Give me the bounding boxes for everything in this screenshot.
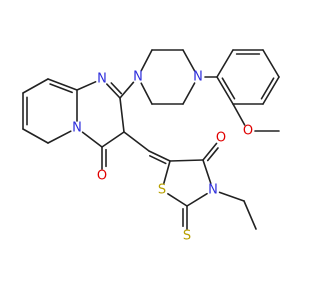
atom-o-methoxy: O xyxy=(243,124,253,139)
bond-p6-o_methoxy xyxy=(232,103,246,126)
bond-ch-c5 xyxy=(149,155,167,165)
bond-c3-ch xyxy=(123,131,150,152)
bond-c8a-py1 xyxy=(47,78,78,91)
bond-p4-p5 xyxy=(262,76,280,105)
bond-et1-et2 xyxy=(243,200,257,230)
atom-label-layer: N N N N O O O S S N xyxy=(72,70,253,244)
atom-n-pyrimidine: N xyxy=(97,72,107,87)
bond-py3-py4 xyxy=(22,128,49,144)
bond-p6-p1 xyxy=(221,77,236,100)
bond-p6-p1 xyxy=(216,76,234,105)
bond-n_pip_bottom-pipC xyxy=(140,82,153,105)
bond-c2t-n_thiazolidine xyxy=(186,192,208,207)
bond-n_pyrimidine-c8a xyxy=(76,81,97,91)
bond-n_bridge-c4 xyxy=(81,131,103,148)
bond-n_pip_bottom-c2 xyxy=(119,81,135,99)
bond-pipB-n_pip_bottom xyxy=(140,49,153,72)
bond-s_ring-c2t xyxy=(167,192,188,207)
atom-n-pip-top: N xyxy=(193,70,203,85)
bond-p4-p5 xyxy=(260,77,275,100)
bond-c3-c2 xyxy=(119,97,125,133)
bond-c4t-c5 xyxy=(169,159,204,162)
bond-c2-n_pyrimidine xyxy=(110,82,123,95)
bond-p3-p4 xyxy=(262,49,280,78)
bond-c4t-o_carbonyl_right xyxy=(206,147,219,162)
bond-c8a-py1 xyxy=(49,83,73,94)
atom-n-pip-bottom: N xyxy=(133,70,143,85)
bond-py4-n_bridge xyxy=(47,130,72,144)
atom-o-carbonyl-left: O xyxy=(97,169,107,184)
atom-n-bridge: N xyxy=(72,121,82,136)
molecule-structure: N N N N O O O S S N xyxy=(22,49,280,244)
bond-layer xyxy=(22,49,280,230)
bond-ch-c5 xyxy=(148,150,171,162)
bond-c4-c3 xyxy=(101,131,125,148)
bond-py1-py2 xyxy=(22,78,49,94)
atom-s-thione: S xyxy=(183,229,191,244)
bond-c4t-o_carbonyl_right xyxy=(202,142,218,161)
atom-o-carbonyl-right: O xyxy=(216,131,226,146)
bond-pipD-n_pip_top xyxy=(182,82,196,105)
bond-c2-n_pyrimidine xyxy=(106,83,121,99)
bond-p1-p2 xyxy=(216,49,234,78)
bond-n_thiazolidine-c4t xyxy=(202,159,212,185)
bond-n_thiazolidine-et1 xyxy=(218,191,245,202)
bond-c5-s_ring xyxy=(163,160,171,185)
atom-s-ring: S xyxy=(158,183,166,198)
bond-n_pip_top-pipA xyxy=(182,49,196,72)
atom-n-thiazolidine: N xyxy=(208,183,218,198)
